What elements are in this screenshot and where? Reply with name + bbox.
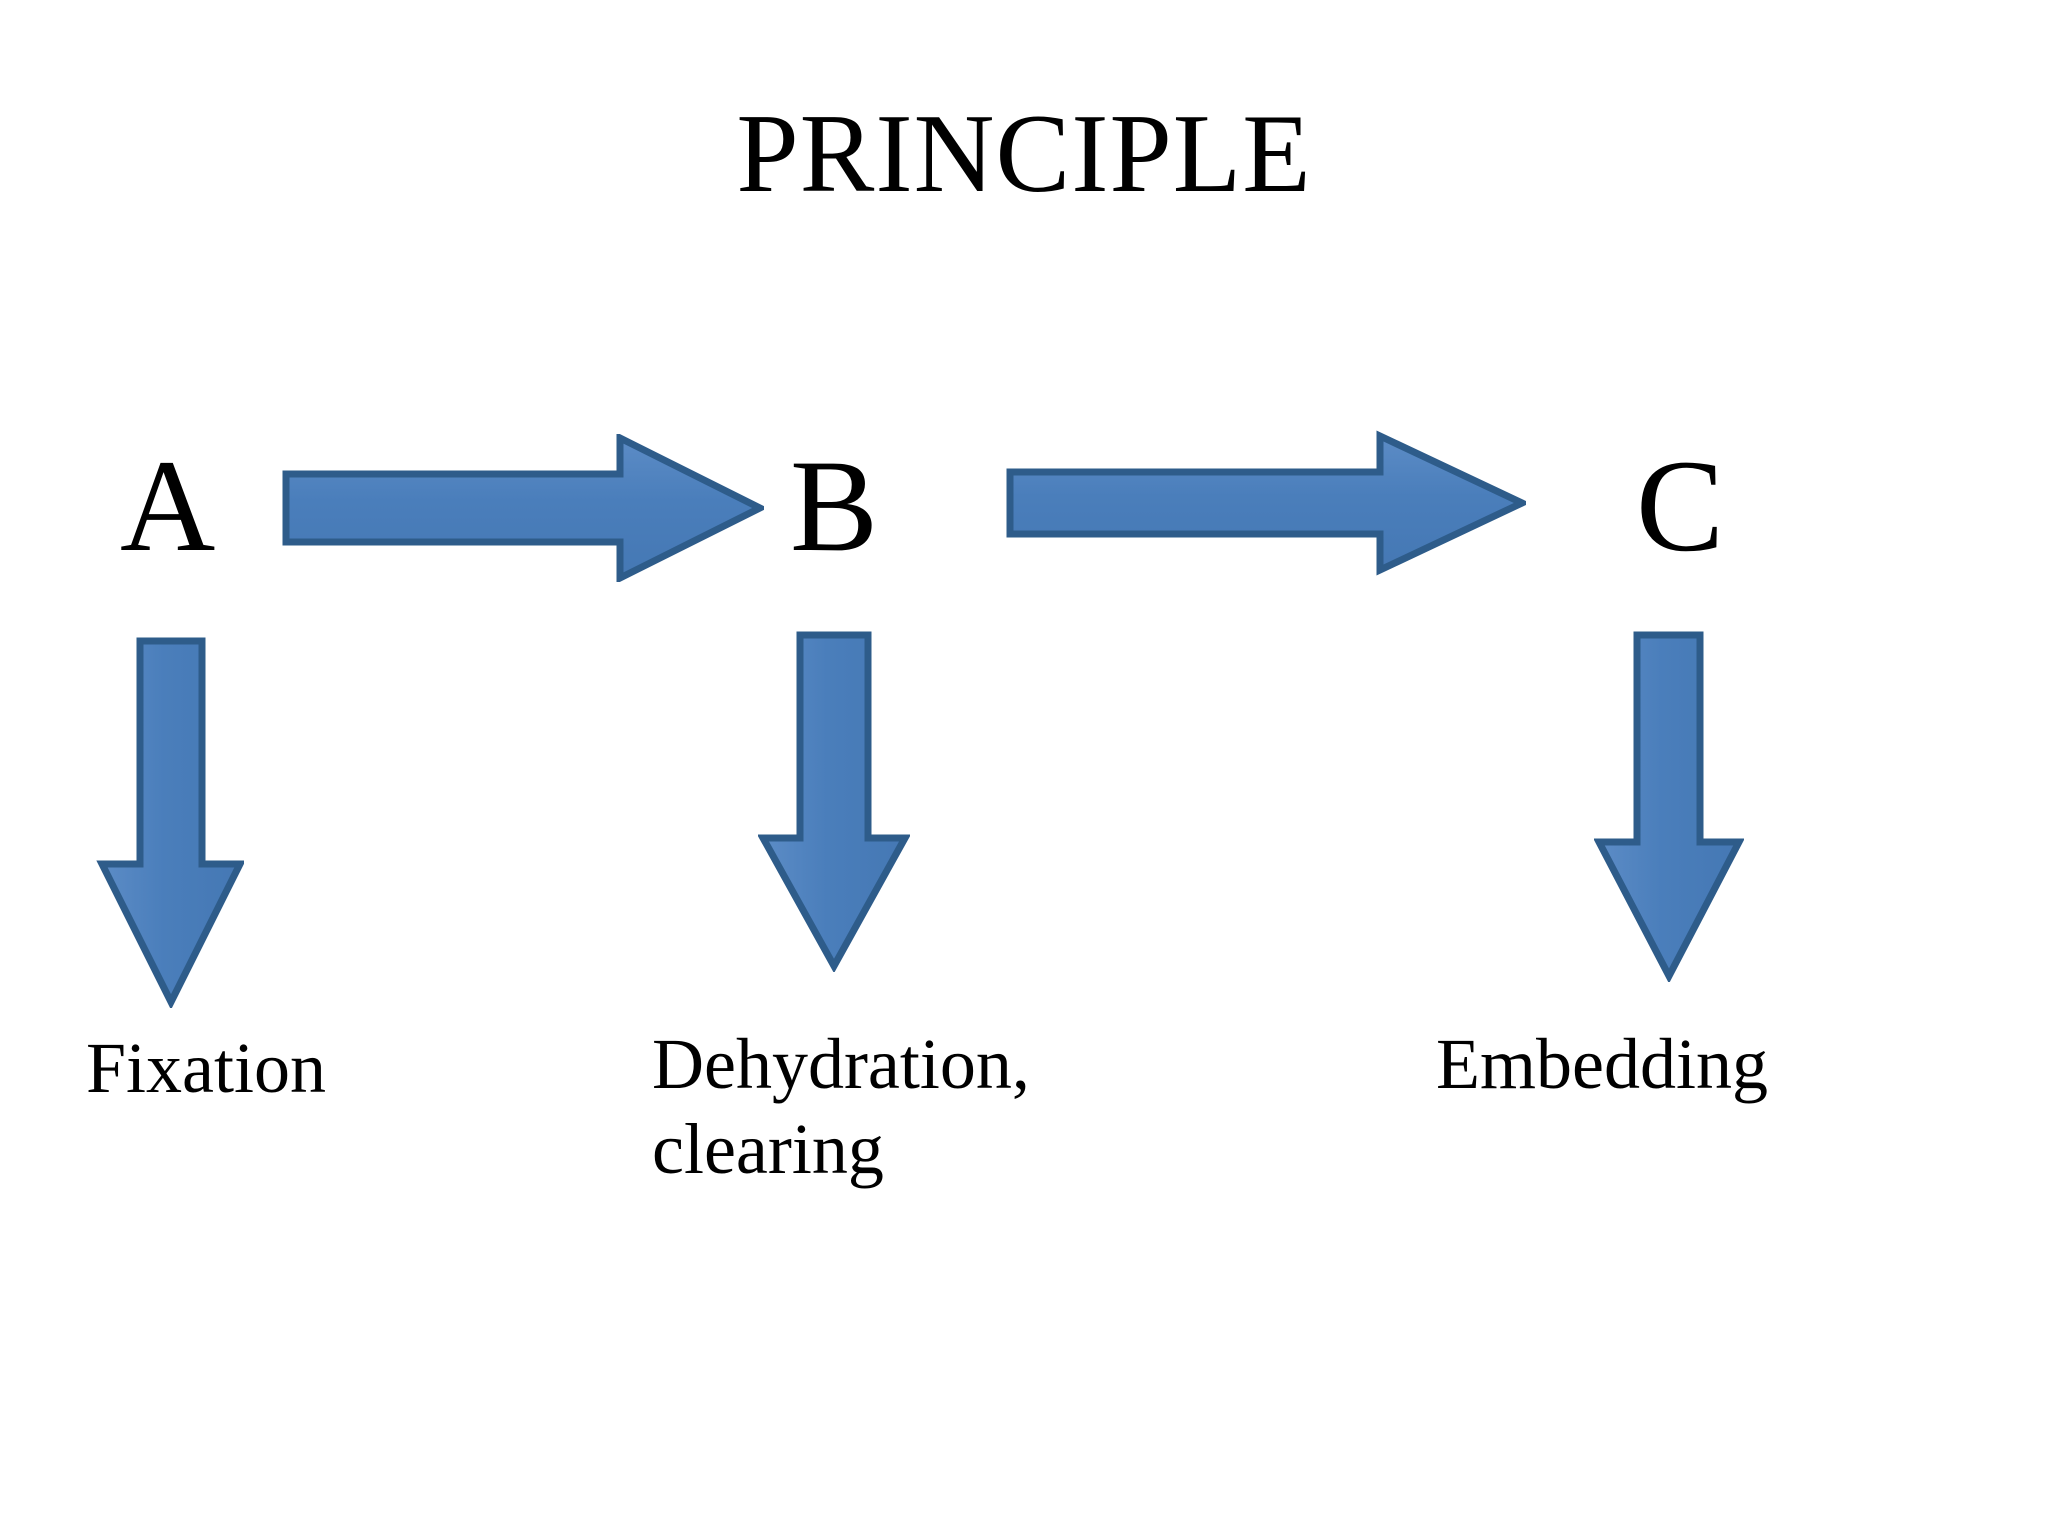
step-label-dehydration: Dehydration, clearing: [652, 1024, 1030, 1189]
stage-letter-c: C: [1636, 432, 1725, 579]
down-arrow-icon-embedding: [1594, 631, 1744, 982]
stage-letter-a: A: [120, 432, 216, 579]
step-label-embedding: Embedding: [1436, 1024, 1768, 1104]
down-arrow-icon-fixation: [96, 637, 244, 1008]
stage-letter-b: B: [790, 432, 879, 579]
right-arrow-icon-b-to-c: [1006, 430, 1526, 576]
step-label-fixation: Fixation: [86, 1028, 327, 1108]
down-arrow-icon-dehydration: [758, 631, 910, 972]
right-arrow-icon-a-to-b: [282, 434, 764, 582]
page-title: PRINCIPLE: [736, 92, 1312, 216]
